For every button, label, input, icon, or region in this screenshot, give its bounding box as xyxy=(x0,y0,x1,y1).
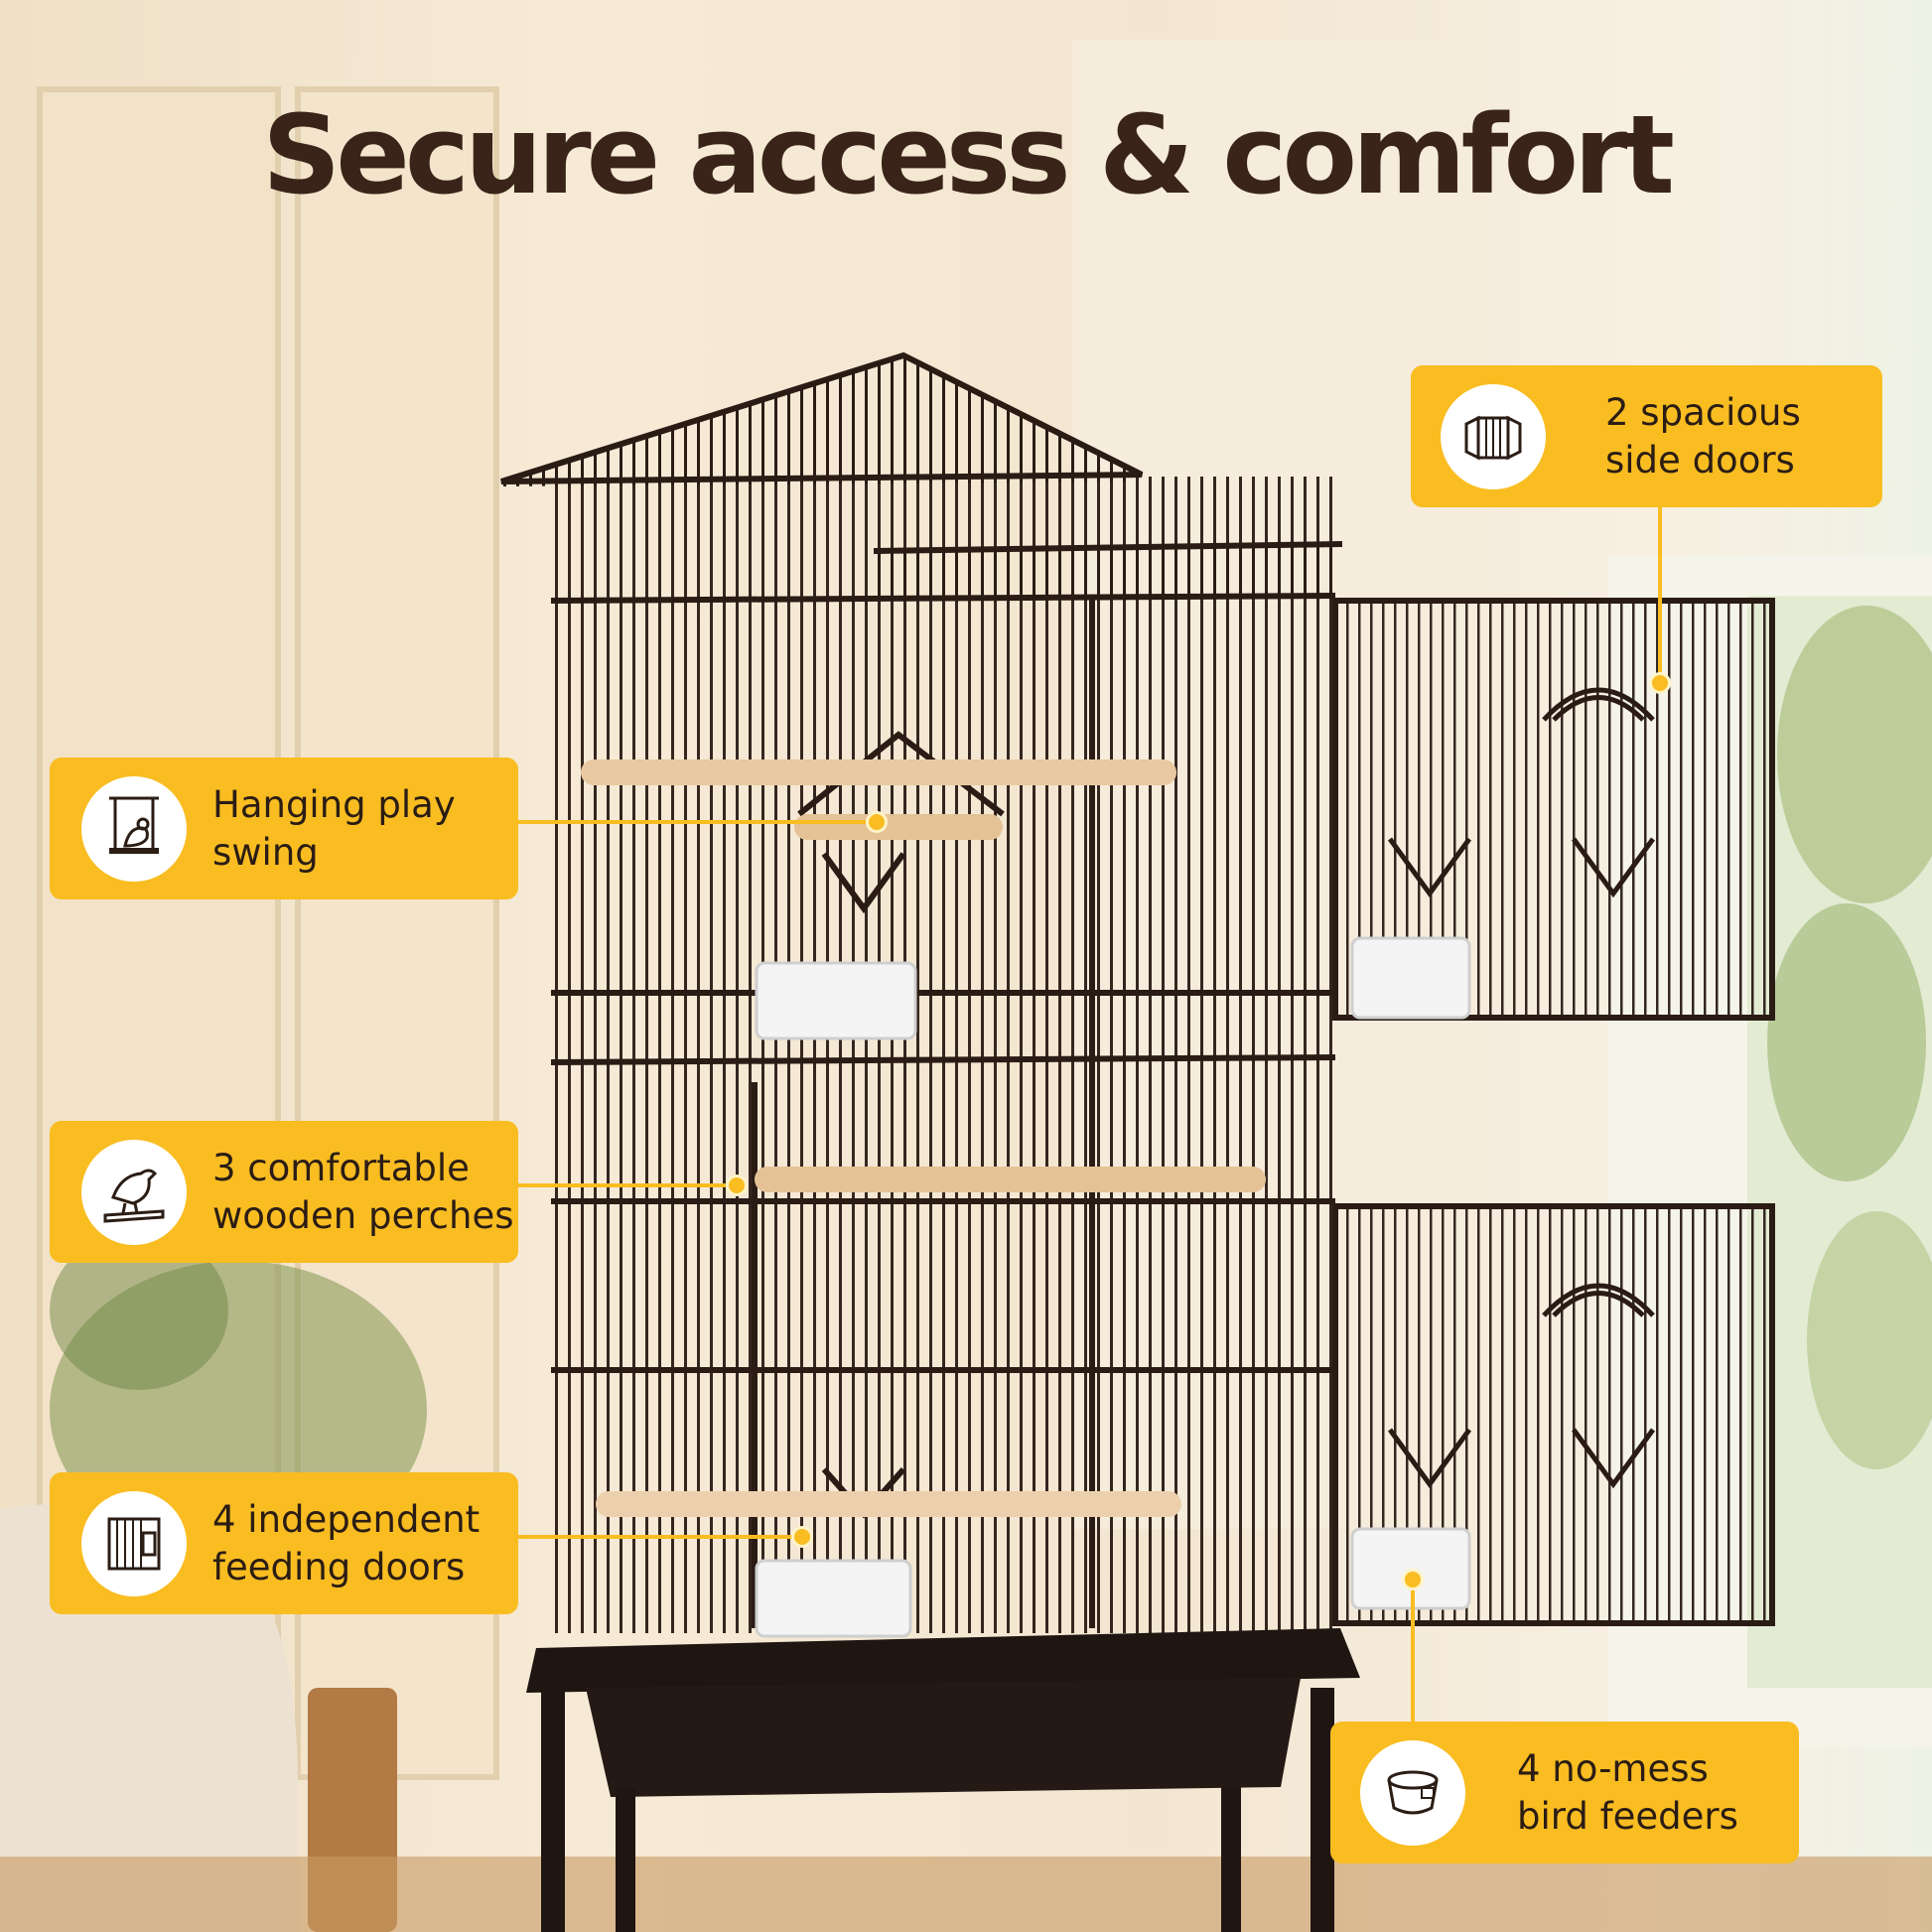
side-doors-icon xyxy=(1441,383,1546,489)
leader-dot-side-doors xyxy=(1649,672,1671,694)
callout-swing-line2: swing xyxy=(212,830,319,874)
leader-line-side-doors xyxy=(1658,506,1662,683)
leader-line-feeders xyxy=(1411,1579,1415,1723)
leader-line-perches xyxy=(518,1183,739,1187)
callout-perches-line2: wooden perches xyxy=(212,1193,514,1237)
leader-line-swing xyxy=(518,820,876,824)
leader-dot-feeding-doors xyxy=(791,1526,813,1548)
leader-line-feeding-doors xyxy=(518,1535,801,1539)
callout-feeding-line1: 4 independent xyxy=(212,1497,481,1541)
leader-dot-swing xyxy=(866,811,888,833)
cage-door-icon xyxy=(81,1490,187,1596)
bird-swing-icon xyxy=(81,775,187,882)
callout-side-doors-line1: 2 spacious xyxy=(1605,390,1801,434)
bird-feeder-icon xyxy=(1360,1739,1465,1846)
page-title: Secure access & comfort xyxy=(262,91,1675,218)
leader-dot-perches xyxy=(726,1174,748,1196)
bird-perch-icon xyxy=(81,1139,187,1245)
callout-feeding-line2: feeding doors xyxy=(212,1545,466,1588)
callout-feeders-line1: 4 no-mess xyxy=(1517,1746,1709,1790)
callout-side-doors-line2: side doors xyxy=(1605,438,1795,482)
callout-feeders-line2: bird feeders xyxy=(1517,1794,1738,1838)
callout-swing-line1: Hanging play xyxy=(212,782,456,826)
callout-perches-line1: 3 comfortable xyxy=(212,1146,470,1189)
leader-dot-feeders xyxy=(1402,1569,1424,1590)
